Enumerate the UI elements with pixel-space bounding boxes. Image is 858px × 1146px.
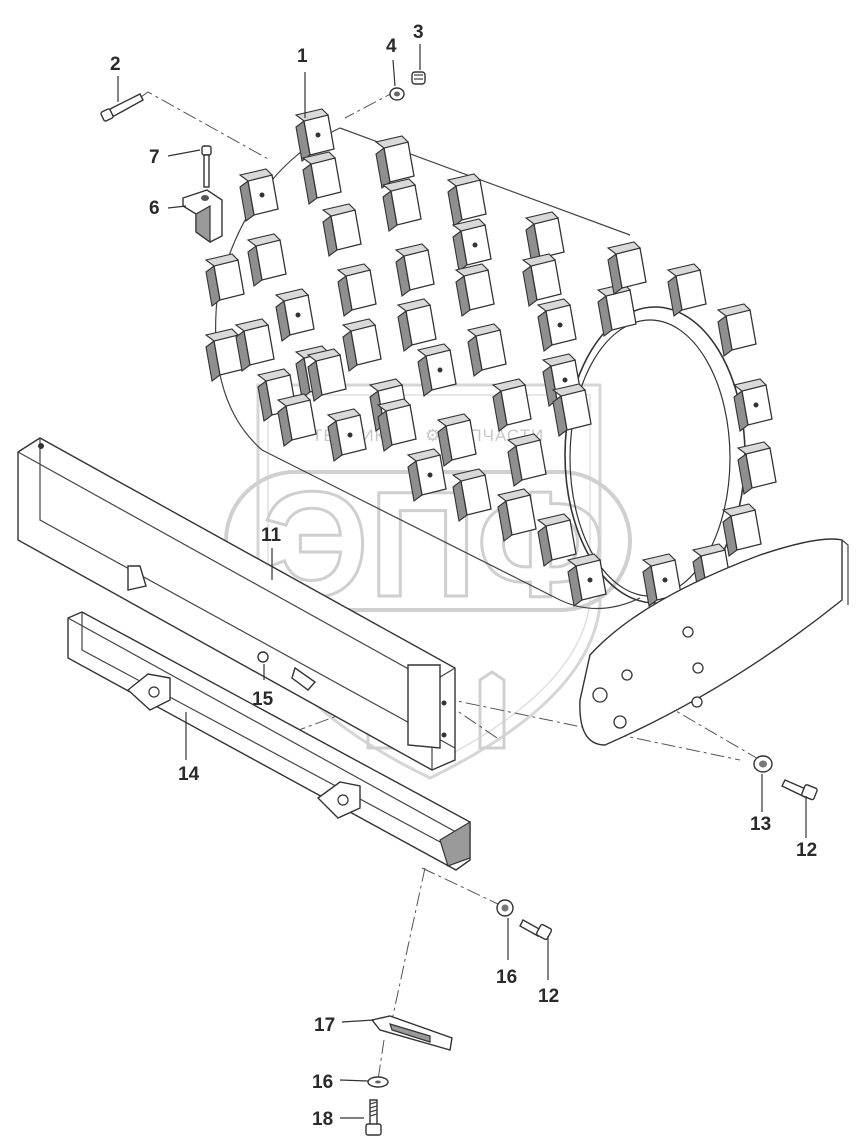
pad-foot	[416, 343, 457, 397]
pad-foot	[381, 178, 422, 232]
pad-foot	[436, 413, 477, 467]
pad-foot	[336, 263, 377, 317]
callout-12-center: 12	[538, 986, 559, 1007]
pad-foot	[396, 298, 437, 352]
padfoot-drum	[215, 127, 746, 610]
pad-foot	[394, 243, 435, 297]
gear-icon: ⚙	[425, 426, 441, 445]
pad-foot	[736, 441, 777, 495]
washer-center	[496, 899, 514, 917]
pad-foot	[451, 218, 492, 272]
blade-bolt	[257, 651, 317, 691]
callout-11: 11	[261, 525, 282, 546]
callout-12-right: 12	[796, 840, 817, 861]
bolt-center	[519, 919, 553, 941]
pad-foot	[234, 318, 275, 372]
pad-foot	[326, 408, 367, 462]
pad-foot	[341, 318, 382, 372]
bolt-bottom	[365, 1099, 382, 1136]
pad-foot	[491, 378, 532, 432]
callout-18: 18	[312, 1109, 333, 1130]
washer-bottom	[367, 1076, 389, 1088]
frame-beam	[17, 437, 456, 771]
clamp-bracket	[182, 189, 223, 244]
callout-labels: 1 2 3 4 7 6 11 15 14 13 12 16 12 17 16 1…	[110, 22, 817, 1130]
pad-foot	[446, 173, 487, 227]
pad-foot	[716, 303, 757, 357]
pad-foot	[536, 298, 577, 352]
callout-14: 14	[178, 764, 200, 785]
callout-6: 6	[149, 198, 160, 219]
callout-7: 7	[149, 147, 160, 168]
washer-right	[753, 755, 773, 773]
pad-foot	[374, 135, 415, 189]
pad-feet	[204, 108, 777, 607]
bolt-short	[201, 145, 212, 188]
pad-foot	[551, 383, 592, 437]
pad-foot	[406, 448, 447, 502]
side-plate	[579, 538, 849, 746]
pad-foot	[204, 253, 245, 307]
pad-foot	[246, 233, 287, 287]
callout-17: 17	[314, 1015, 335, 1036]
pad-foot	[524, 211, 565, 265]
callout-4: 4	[386, 36, 397, 57]
pad-foot	[238, 168, 279, 222]
pad-foot	[294, 108, 335, 162]
pad-foot	[536, 513, 577, 567]
washer	[411, 71, 426, 85]
pad-foot	[276, 393, 317, 447]
callout-1: 1	[297, 46, 308, 67]
pad-foot	[521, 253, 562, 307]
pad-foot	[321, 203, 362, 257]
wear-tip	[370, 1015, 453, 1051]
callout-16-center: 16	[496, 967, 517, 988]
callout-2: 2	[110, 54, 121, 75]
bolt-long	[100, 93, 144, 122]
pad-foot	[606, 241, 647, 295]
pad-foot	[466, 323, 507, 377]
callout-15: 15	[252, 689, 274, 710]
leader-lines	[117, 44, 807, 1119]
callout-3: 3	[413, 22, 424, 43]
pad-foot	[274, 288, 315, 342]
bolt-right	[781, 779, 818, 801]
pad-foot	[454, 263, 495, 317]
pad-foot	[566, 553, 607, 607]
nut	[389, 87, 405, 101]
pad-foot	[301, 151, 342, 205]
pad-foot	[666, 263, 707, 317]
pad-foot	[204, 328, 245, 382]
callout-13: 13	[750, 814, 771, 835]
callout-16-bottom: 16	[312, 1072, 333, 1093]
pad-foot	[641, 553, 682, 607]
scraper-blade	[67, 611, 471, 871]
pad-foot	[721, 503, 762, 557]
pad-foot	[496, 488, 537, 542]
pad-foot	[506, 433, 547, 487]
pad-foot	[376, 398, 417, 452]
pad-foot	[732, 378, 773, 432]
pad-foot	[306, 348, 347, 402]
pad-foot	[451, 468, 492, 522]
